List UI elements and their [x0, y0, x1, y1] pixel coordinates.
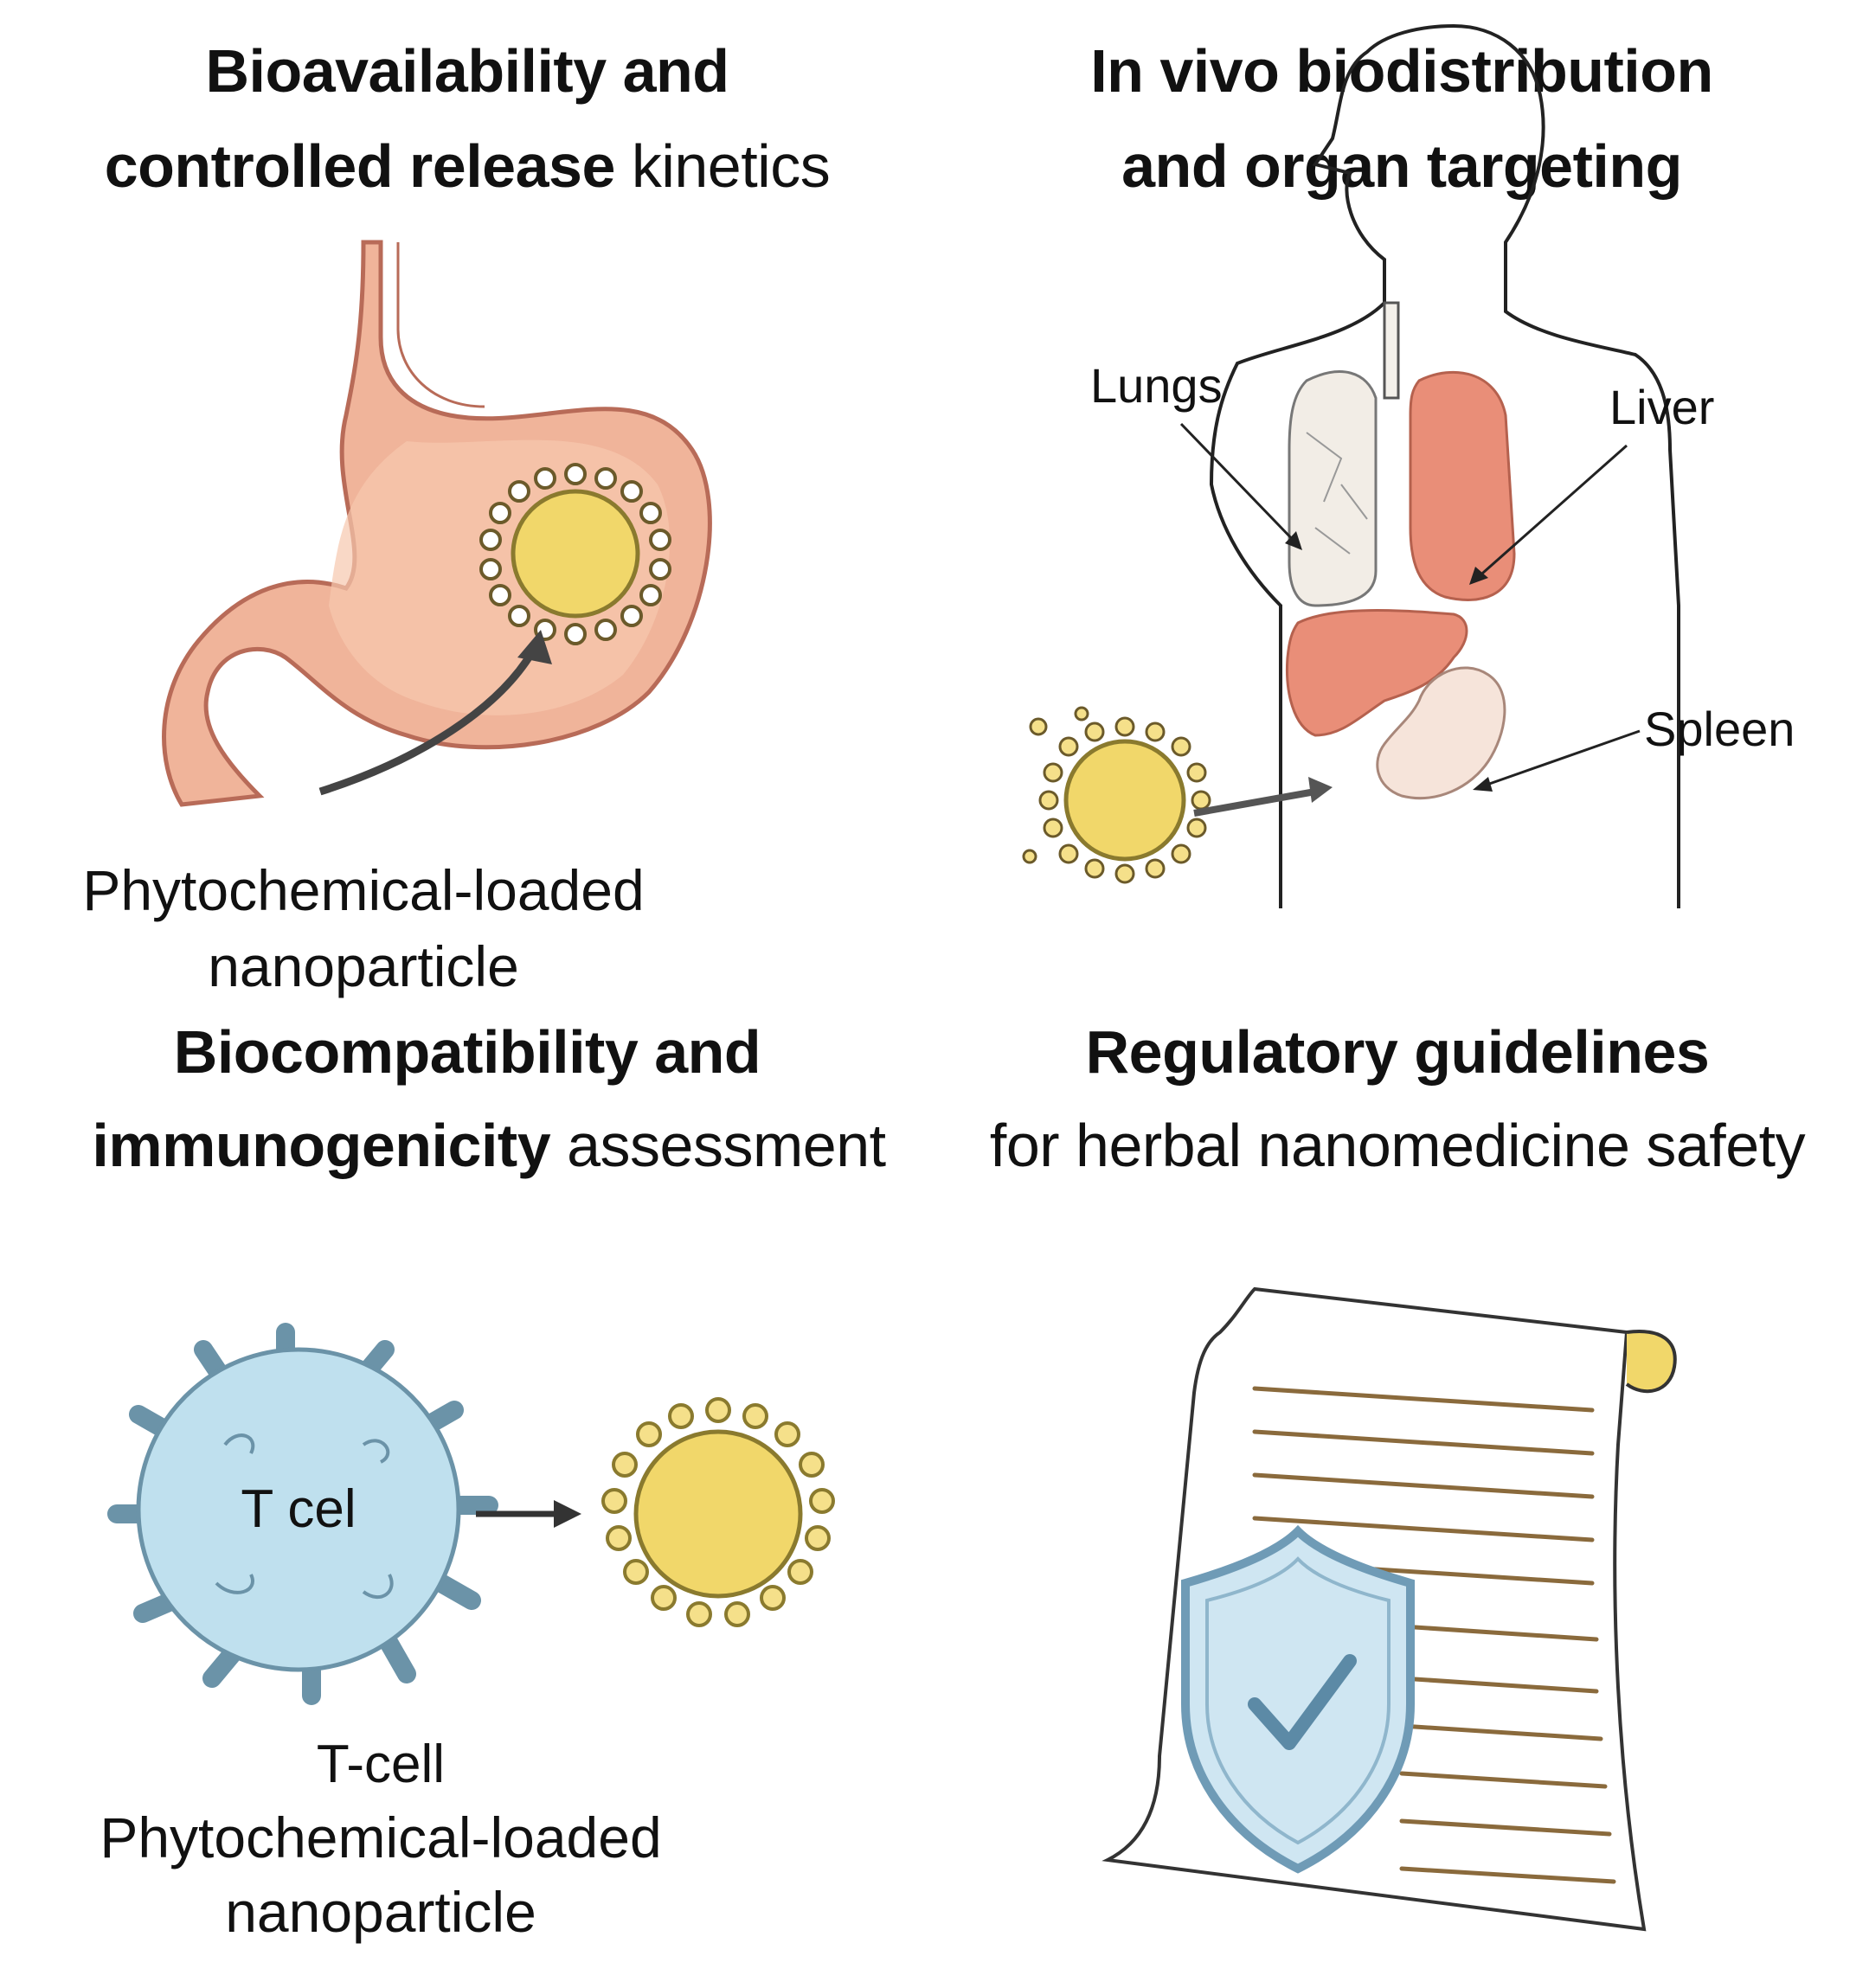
panel-biocompatibility: Biocompatibility and immunogenicity asse… — [0, 995, 934, 1988]
lung-red-icon — [1409, 370, 1516, 601]
t-cell-label: T cel — [241, 1479, 356, 1539]
spleen-leader-line — [1479, 729, 1641, 789]
release-arrow-icon — [318, 642, 540, 796]
label-lungs: Lungs — [1090, 358, 1223, 413]
stomach-illustration — [162, 240, 712, 807]
liver-icon — [1286, 609, 1468, 737]
spleen-icon — [1376, 666, 1506, 800]
biodistribution-title-line2: and organ targeting — [1121, 132, 1682, 200]
biocompatibility-caption-line3: nanoparticle — [225, 1880, 536, 1944]
biocompatibility-caption-line2: Phytochemical-loaded — [100, 1805, 662, 1869]
lungs-leader-line — [1179, 422, 1300, 547]
lung-icon — [1288, 370, 1378, 607]
t-cell-icon: T cel — [107, 1323, 498, 1705]
bioavailability-caption-line1: Phytochemical-loaded — [82, 858, 645, 922]
regulatory-title-line2: for herbal nanomedicine safety — [989, 1112, 1806, 1179]
document-illustration — [1101, 1286, 1677, 1932]
delivery-arrow-icon — [1193, 788, 1316, 817]
body-illustration: Lungs Liver Spleen — [1022, 23, 1795, 908]
biocompatibility-caption-line1: T-cell — [316, 1735, 446, 1794]
bioavailability-caption-line2: nanoparticle — [208, 934, 519, 998]
label-spleen: Spleen — [1644, 702, 1795, 756]
bioavailability-title-line1: Bioavailability and — [205, 37, 729, 105]
biocompatibility-title-line1: Biocompatibility and — [173, 1018, 761, 1086]
nanoparticle-icon — [1022, 706, 1211, 884]
biocompatibility-title-line2: immunogenicity assessment — [92, 1112, 886, 1179]
regulatory-title-line1: Regulatory guidelines — [1085, 1018, 1710, 1086]
label-liver: Liver — [1609, 380, 1714, 434]
panel-regulatory: Regulatory guidelines for herbal nanomed… — [934, 995, 1869, 1988]
biodistribution-title-line1: In vivo biodistribution — [1090, 37, 1713, 105]
nanoparticle-icon — [601, 1397, 835, 1627]
liver-leader-line — [1474, 444, 1628, 581]
tcell-illustration: T cel — [107, 1323, 835, 1705]
panel-bioavailability: Bioavailability and controlled release k… — [0, 0, 934, 998]
panel-biodistribution: In vivo biodistribution and organ target… — [934, 0, 1869, 995]
nanoparticle-icon — [479, 463, 671, 645]
bioavailability-title-line2: controlled release kinetics — [104, 132, 831, 200]
shield-check-icon — [1181, 1524, 1415, 1874]
human-body-icon — [1209, 23, 1680, 908]
